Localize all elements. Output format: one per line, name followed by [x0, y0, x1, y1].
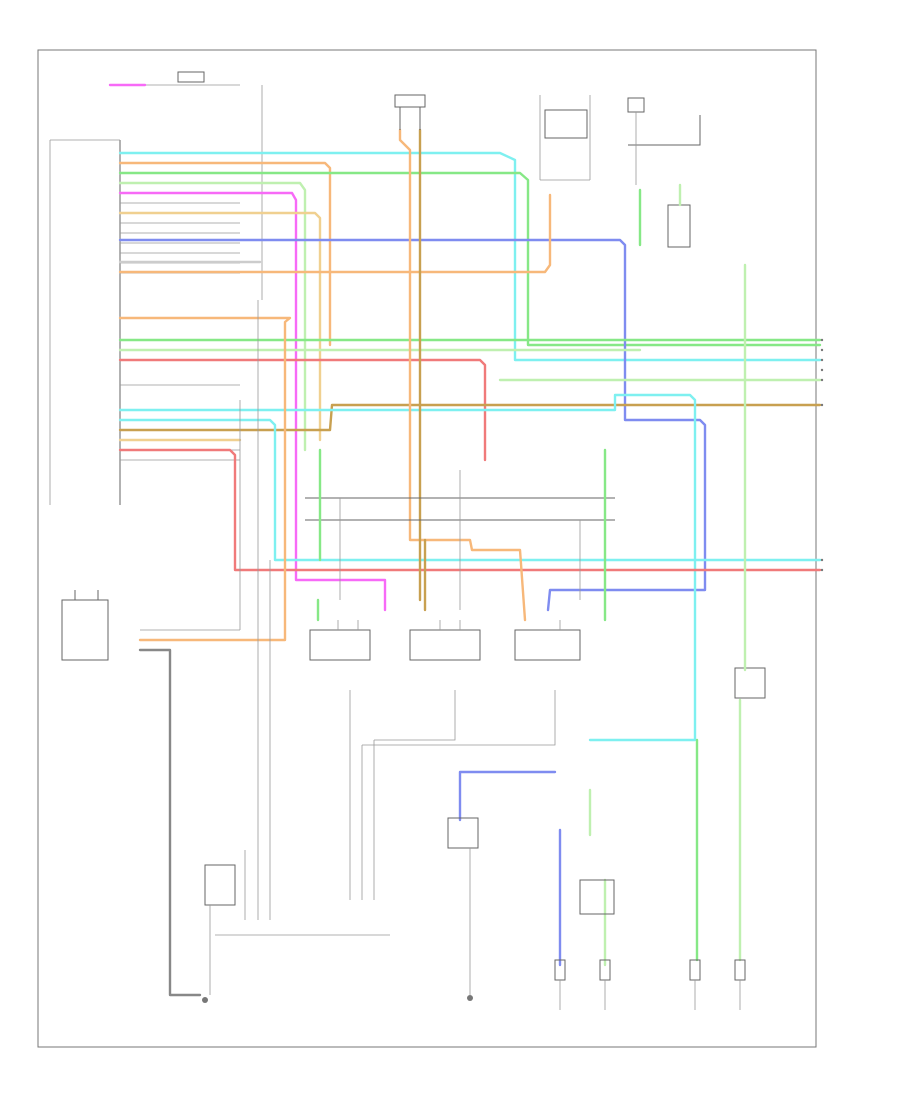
wire-orange-3 [118, 316, 292, 642]
wire-yellow-1 [118, 211, 322, 442]
left-sensor [61, 400, 241, 997]
fuse-block-top [394, 94, 426, 130]
lower-sensors [447, 263, 766, 1001]
wire-cyan-2 [118, 393, 697, 742]
right-edge-markers [820, 338, 824, 572]
top-left-component [110, 71, 263, 300]
relay-top-right [539, 95, 591, 181]
wire-lightgreen-1 [118, 181, 307, 452]
ground-connector-left [202, 300, 390, 1003]
wire-olive-1 [118, 403, 822, 432]
wire-red-2 [118, 448, 822, 572]
signal-wires [108, 83, 822, 742]
green-drops [316, 448, 607, 622]
blue-lower [458, 770, 607, 967]
wire-blue-1 [118, 238, 707, 612]
splice-bar-mid [305, 470, 615, 610]
bottom-connectors [554, 959, 746, 1010]
pin-rows [120, 152, 240, 461]
diagram-frame [37, 49, 817, 1048]
wire-orange-2 [118, 193, 552, 274]
wire-orange-1 [118, 161, 332, 347]
lower-components [309, 620, 581, 661]
wire-magenta-1 [118, 191, 387, 612]
control-module-connector [49, 139, 121, 505]
wire-cyan-1 [118, 151, 822, 362]
wire-cyan-3 [118, 418, 822, 562]
lower-middle-wires [349, 690, 556, 900]
wire-red-1 [118, 358, 487, 462]
orange-bus [398, 128, 527, 622]
relay-far-right [627, 97, 701, 248]
